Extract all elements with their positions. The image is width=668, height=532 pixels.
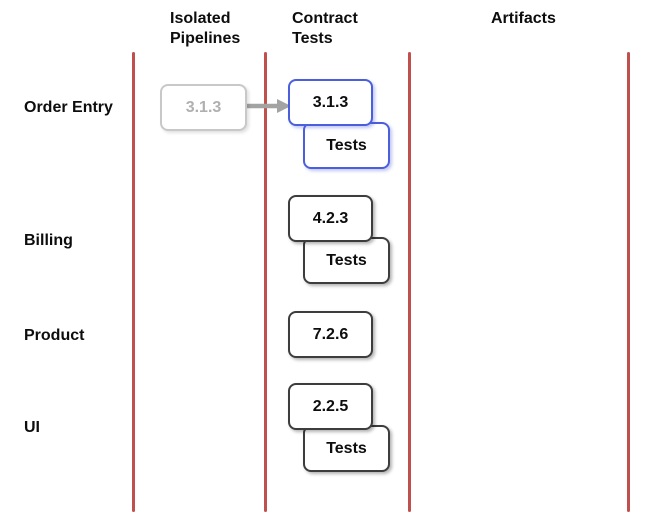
lane-divider-2 (264, 52, 267, 512)
row-label-billing: Billing (24, 232, 73, 249)
row-label-order-entry: Order Entry (24, 99, 113, 116)
lane-divider-1 (132, 52, 135, 512)
promotion-arrow-icon (246, 99, 291, 113)
row-label-ui: UI (24, 419, 40, 436)
lane-divider-3 (408, 52, 411, 512)
column-header-contract-tests: Contract Tests (292, 10, 358, 47)
isolated-pipeline-version-box: 3.1.3 (160, 84, 247, 131)
contract-version-box-product: 7.2.6 (288, 311, 373, 358)
lane-divider-4 (627, 52, 630, 512)
column-header-artifacts: Artifacts (491, 10, 556, 27)
contract-version-box-ui: 2.2.5 (288, 383, 373, 430)
column-header-isolated-pipelines: Isolated Pipelines (170, 10, 241, 47)
contract-tests-card-billing: Tests (303, 237, 390, 284)
contract-tests-card-ui: Tests (303, 425, 390, 472)
row-label-product: Product (24, 327, 85, 344)
contract-version-box-billing: 4.2.3 (288, 195, 373, 242)
contract-version-box-order-entry: 3.1.3 (288, 79, 373, 126)
contract-tests-card-order-entry: Tests (303, 122, 390, 169)
